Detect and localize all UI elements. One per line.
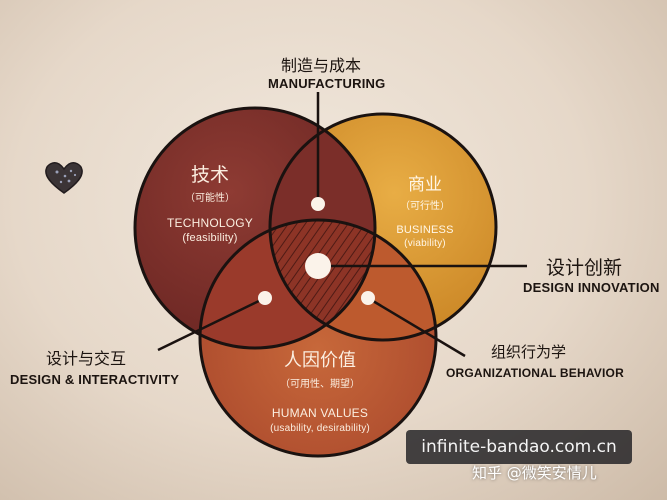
human-values-cn-sub: （可用性、期望） xyxy=(280,379,360,390)
label-manufacturing-cn: 制造与成本 xyxy=(281,56,362,75)
technology-en: TECHNOLOGY xyxy=(166,216,253,230)
leader-right xyxy=(367,296,466,358)
label-design-interactivity-cn: 设计与交互 xyxy=(46,349,127,368)
technology-title-group: 技术 （可能性） TECHNOLOGY (feasibility) xyxy=(155,160,265,244)
business-cn: 商业 xyxy=(408,175,442,195)
label-organizational-behavior-cn: 组织行为学 xyxy=(491,343,567,361)
human-values-en: HUMAN VALUES xyxy=(271,406,369,420)
dot-organizational-behavior xyxy=(361,291,375,305)
watermark-banner: infinite-bandao.com.cn xyxy=(406,430,632,464)
credit-text: 知乎 @微笑安情儿 xyxy=(472,464,597,482)
dot-design-interactivity xyxy=(258,291,272,305)
dot-design-innovation xyxy=(305,253,331,279)
business-cn-sub: （可行性） xyxy=(400,201,450,212)
human-values-en-sub: (usability, desirability) xyxy=(270,423,370,434)
business-en: BUSINESS xyxy=(396,224,454,236)
dot-manufacturing xyxy=(311,197,325,211)
human-values-title-group: 人因价值 （可用性、期望） HUMAN VALUES (usability, d… xyxy=(245,346,395,434)
heart-icon xyxy=(45,162,83,194)
human-values-cn: 人因价值 xyxy=(284,350,356,371)
label-design-innovation-en: DESIGN INNOVATION xyxy=(523,280,660,295)
technology-en-sub: (feasibility) xyxy=(182,232,238,244)
leader-left xyxy=(157,296,266,352)
business-title-group: 商业 （可行性） BUSINESS (viability) xyxy=(380,170,470,249)
label-design-interactivity-en: DESIGN & INTERACTIVITY xyxy=(10,372,180,387)
label-manufacturing-en: MANUFACTURING xyxy=(268,76,386,91)
technology-cn-sub: （可能性） xyxy=(185,193,235,204)
label-design-innovation-cn: 设计创新 xyxy=(546,257,623,279)
technology-cn: 技术 xyxy=(190,164,229,186)
label-organizational-behavior-en: ORGANIZATIONAL BEHAVIOR xyxy=(446,366,624,380)
business-en-sub: (viability) xyxy=(404,238,446,249)
